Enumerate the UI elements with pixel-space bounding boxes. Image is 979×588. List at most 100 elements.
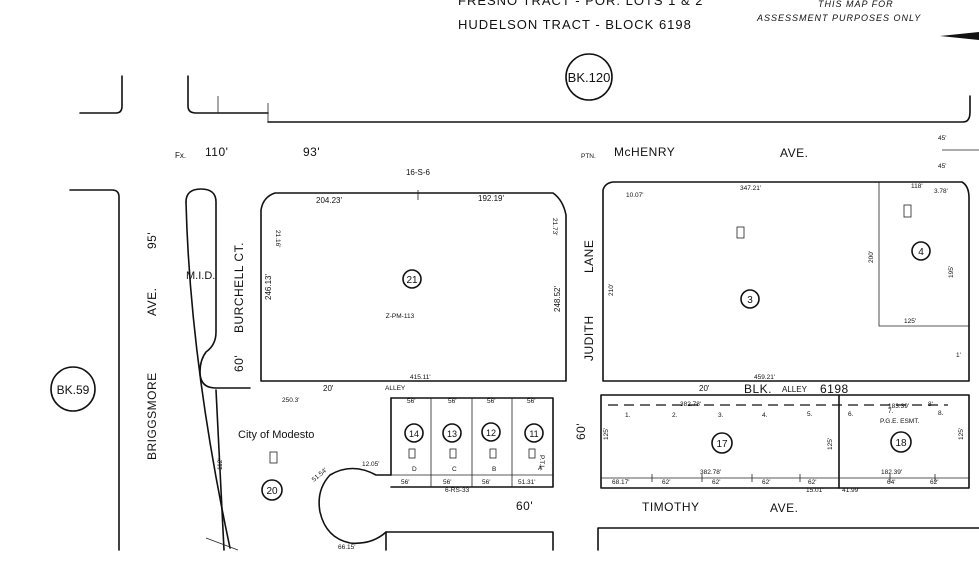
street-judith: JUDITH — [582, 315, 596, 361]
alley-right: ALLEY — [782, 385, 808, 394]
street-lines — [69, 75, 979, 551]
dim-195: 195' — [948, 266, 955, 278]
book-ref-left[interactable]: BK.59 — [50, 366, 96, 412]
parcel-18-number: 18 — [895, 438, 907, 449]
dim-378: 3.78' — [934, 188, 948, 195]
book-ref-top[interactable]: BK.120 — [565, 53, 613, 101]
lot-letter-b: B — [492, 466, 496, 473]
dim-125-p18: 125' — [958, 428, 965, 440]
street-mchenry-ave: AVE. — [780, 146, 808, 160]
parcel-13-number: 13 — [447, 429, 457, 439]
book-ref-left-label: BK.59 — [57, 383, 90, 397]
dim-62d: 62' — [808, 479, 816, 486]
parcel-4-block[interactable]: 4 118' 3.78' 200' 195' 125' — [868, 183, 955, 325]
building-marker-11 — [528, 448, 536, 459]
street-briggsmore-ave: AVE. — [145, 288, 159, 316]
dim-56e: 56' — [401, 479, 409, 486]
dim-1: 1' — [956, 352, 961, 359]
dim-64: 64' — [887, 479, 895, 486]
dim-415: 415.11' — [410, 374, 431, 381]
dim-60-timothy: 60' — [516, 499, 533, 513]
street-timothy-ave: AVE. — [770, 501, 798, 515]
dim-56d: 56' — [527, 398, 535, 405]
dim-5131: 51.31' — [518, 479, 536, 486]
record-zpm113: Z-PM-113 — [386, 313, 415, 320]
dim-382-bot: 382.78' — [700, 469, 721, 476]
building-marker-12 — [489, 448, 497, 459]
dim-62c: 62' — [762, 479, 770, 486]
ptn-label: PTN. — [581, 153, 596, 160]
parcel-3-block[interactable]: 3 10.07' 347.21' 210' 459.21' — [602, 181, 970, 382]
lot-1: 1. — [625, 412, 631, 419]
dim-382-top: 382.78' — [680, 401, 701, 408]
dim-248: 248.52' — [553, 286, 562, 312]
dim-60-judith: 60' — [574, 423, 588, 440]
dim-62a: 62' — [662, 479, 670, 486]
dim-56a: 56' — [407, 398, 415, 405]
dim-125-p4: 125' — [904, 318, 916, 325]
dim-2116: 21.16' — [274, 230, 281, 248]
parcel-18-block[interactable]: 18 183.39' 8' P.G.E. ESMT. 182.39' 64' 6… — [880, 401, 965, 486]
dim-112: 112' — [217, 458, 224, 470]
dim-20-left: 20' — [323, 384, 334, 393]
lot-7: 7. — [888, 408, 894, 415]
dim-110: 110' — [205, 145, 228, 159]
dim-6615: 66.15' — [338, 544, 356, 551]
lot-5: 5. — [807, 411, 813, 418]
header-note-line2: ASSESSMENT PURPOSES ONLY — [756, 13, 921, 23]
dim-192: 192.19' — [478, 194, 504, 203]
parcel-21-block[interactable]: 21 16-S-6 Z-PM-113 204.23' 192.19' 21.16… — [260, 168, 567, 382]
building-marker-20 — [269, 451, 278, 464]
lot-3: 3. — [718, 412, 724, 419]
blk-label: BLK. — [744, 382, 772, 396]
dim-1205: 12.05' — [362, 461, 380, 468]
building-marker-3 — [736, 226, 745, 239]
dim-56b: 56' — [448, 398, 456, 405]
parcels-11-14-block[interactable]: 14 13 12 11 D C B A P.T.L. 56' 56' 56' 5… — [362, 397, 554, 494]
dim-56c: 56' — [487, 398, 495, 405]
dim-125-p17: 125' — [603, 428, 610, 440]
dim-1501: 15.01' — [806, 487, 824, 494]
dim-56g: 56' — [482, 479, 490, 486]
dim-182: 182.39' — [881, 469, 902, 476]
dim-246: 246.13' — [264, 274, 273, 300]
dim-125-p17b: 125' — [827, 438, 834, 450]
lot-8: 8. — [938, 410, 944, 417]
header-title-line2: HUDELSON TRACT - BLOCK 6198 — [458, 17, 692, 32]
header-note-line1: THIS MAP FOR — [818, 0, 894, 9]
mid-label: M.I.D. — [186, 270, 215, 282]
parcel-17-number: 17 — [716, 439, 728, 450]
dim-95: 95' — [145, 232, 159, 249]
street-burchell-ct: BURCHELL CT. — [232, 242, 246, 333]
parcel-11-number: 11 — [529, 429, 538, 439]
lot-2: 2. — [672, 412, 678, 419]
dim-210: 210' — [608, 284, 615, 296]
record-6rs33: 6-RS-33 — [445, 487, 470, 494]
north-arrow-mark — [940, 32, 979, 40]
dim-45-b: 45' — [938, 163, 946, 170]
dim-56f: 56' — [443, 479, 451, 486]
book-ref-top-label: BK.120 — [568, 70, 611, 85]
city-of-modesto: City of Modesto — [238, 429, 314, 441]
street-briggsmore: BRIGGSMORE — [145, 372, 159, 460]
street-mchenry: McHENRY — [614, 145, 675, 159]
building-marker-14 — [408, 448, 416, 459]
lot-4: 4. — [762, 412, 768, 419]
parcel-20-block[interactable]: 20 City of Modesto 250.3' 112' 51.54' 66… — [217, 397, 356, 551]
dim-8: 8' — [928, 401, 933, 408]
dim-250: 250.3' — [282, 397, 300, 404]
lot-letter-a: A — [538, 465, 543, 472]
parcel-4-number: 4 — [918, 247, 924, 258]
dim-20-right: 20' — [699, 384, 710, 393]
dim-200: 200' — [868, 251, 875, 263]
street-timothy: TIMOTHY — [642, 500, 700, 514]
parcel-3-number: 3 — [747, 295, 753, 306]
parcel-12-number: 12 — [486, 428, 496, 438]
dim-4199: 41.99' — [842, 487, 860, 494]
dim-60-burchell: 60' — [232, 355, 246, 372]
ptl-label: P.T.L. — [538, 455, 545, 471]
blk-number: 6198 — [820, 382, 849, 396]
lot-letter-d: D — [412, 466, 417, 473]
parcel-17-block[interactable]: 17 1. 2. 3. 4. 5. 6. 7. 8. 382.78' 382.7… — [600, 394, 970, 494]
street-judith-lane: LANE — [582, 240, 596, 273]
